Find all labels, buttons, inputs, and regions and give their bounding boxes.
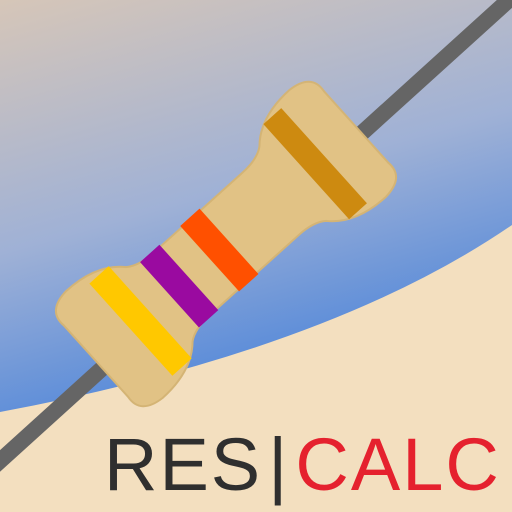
app-wordmark: RES|CALC <box>104 428 501 502</box>
wordmark-res: RES <box>104 423 263 506</box>
wordmark-calc: CALC <box>295 423 501 506</box>
resistor-body <box>54 80 398 408</box>
band-gold <box>263 108 367 220</box>
wordmark-separator: | <box>268 423 290 506</box>
band-orange <box>180 208 259 292</box>
band-violet <box>140 244 219 328</box>
band-yellow <box>89 266 192 376</box>
